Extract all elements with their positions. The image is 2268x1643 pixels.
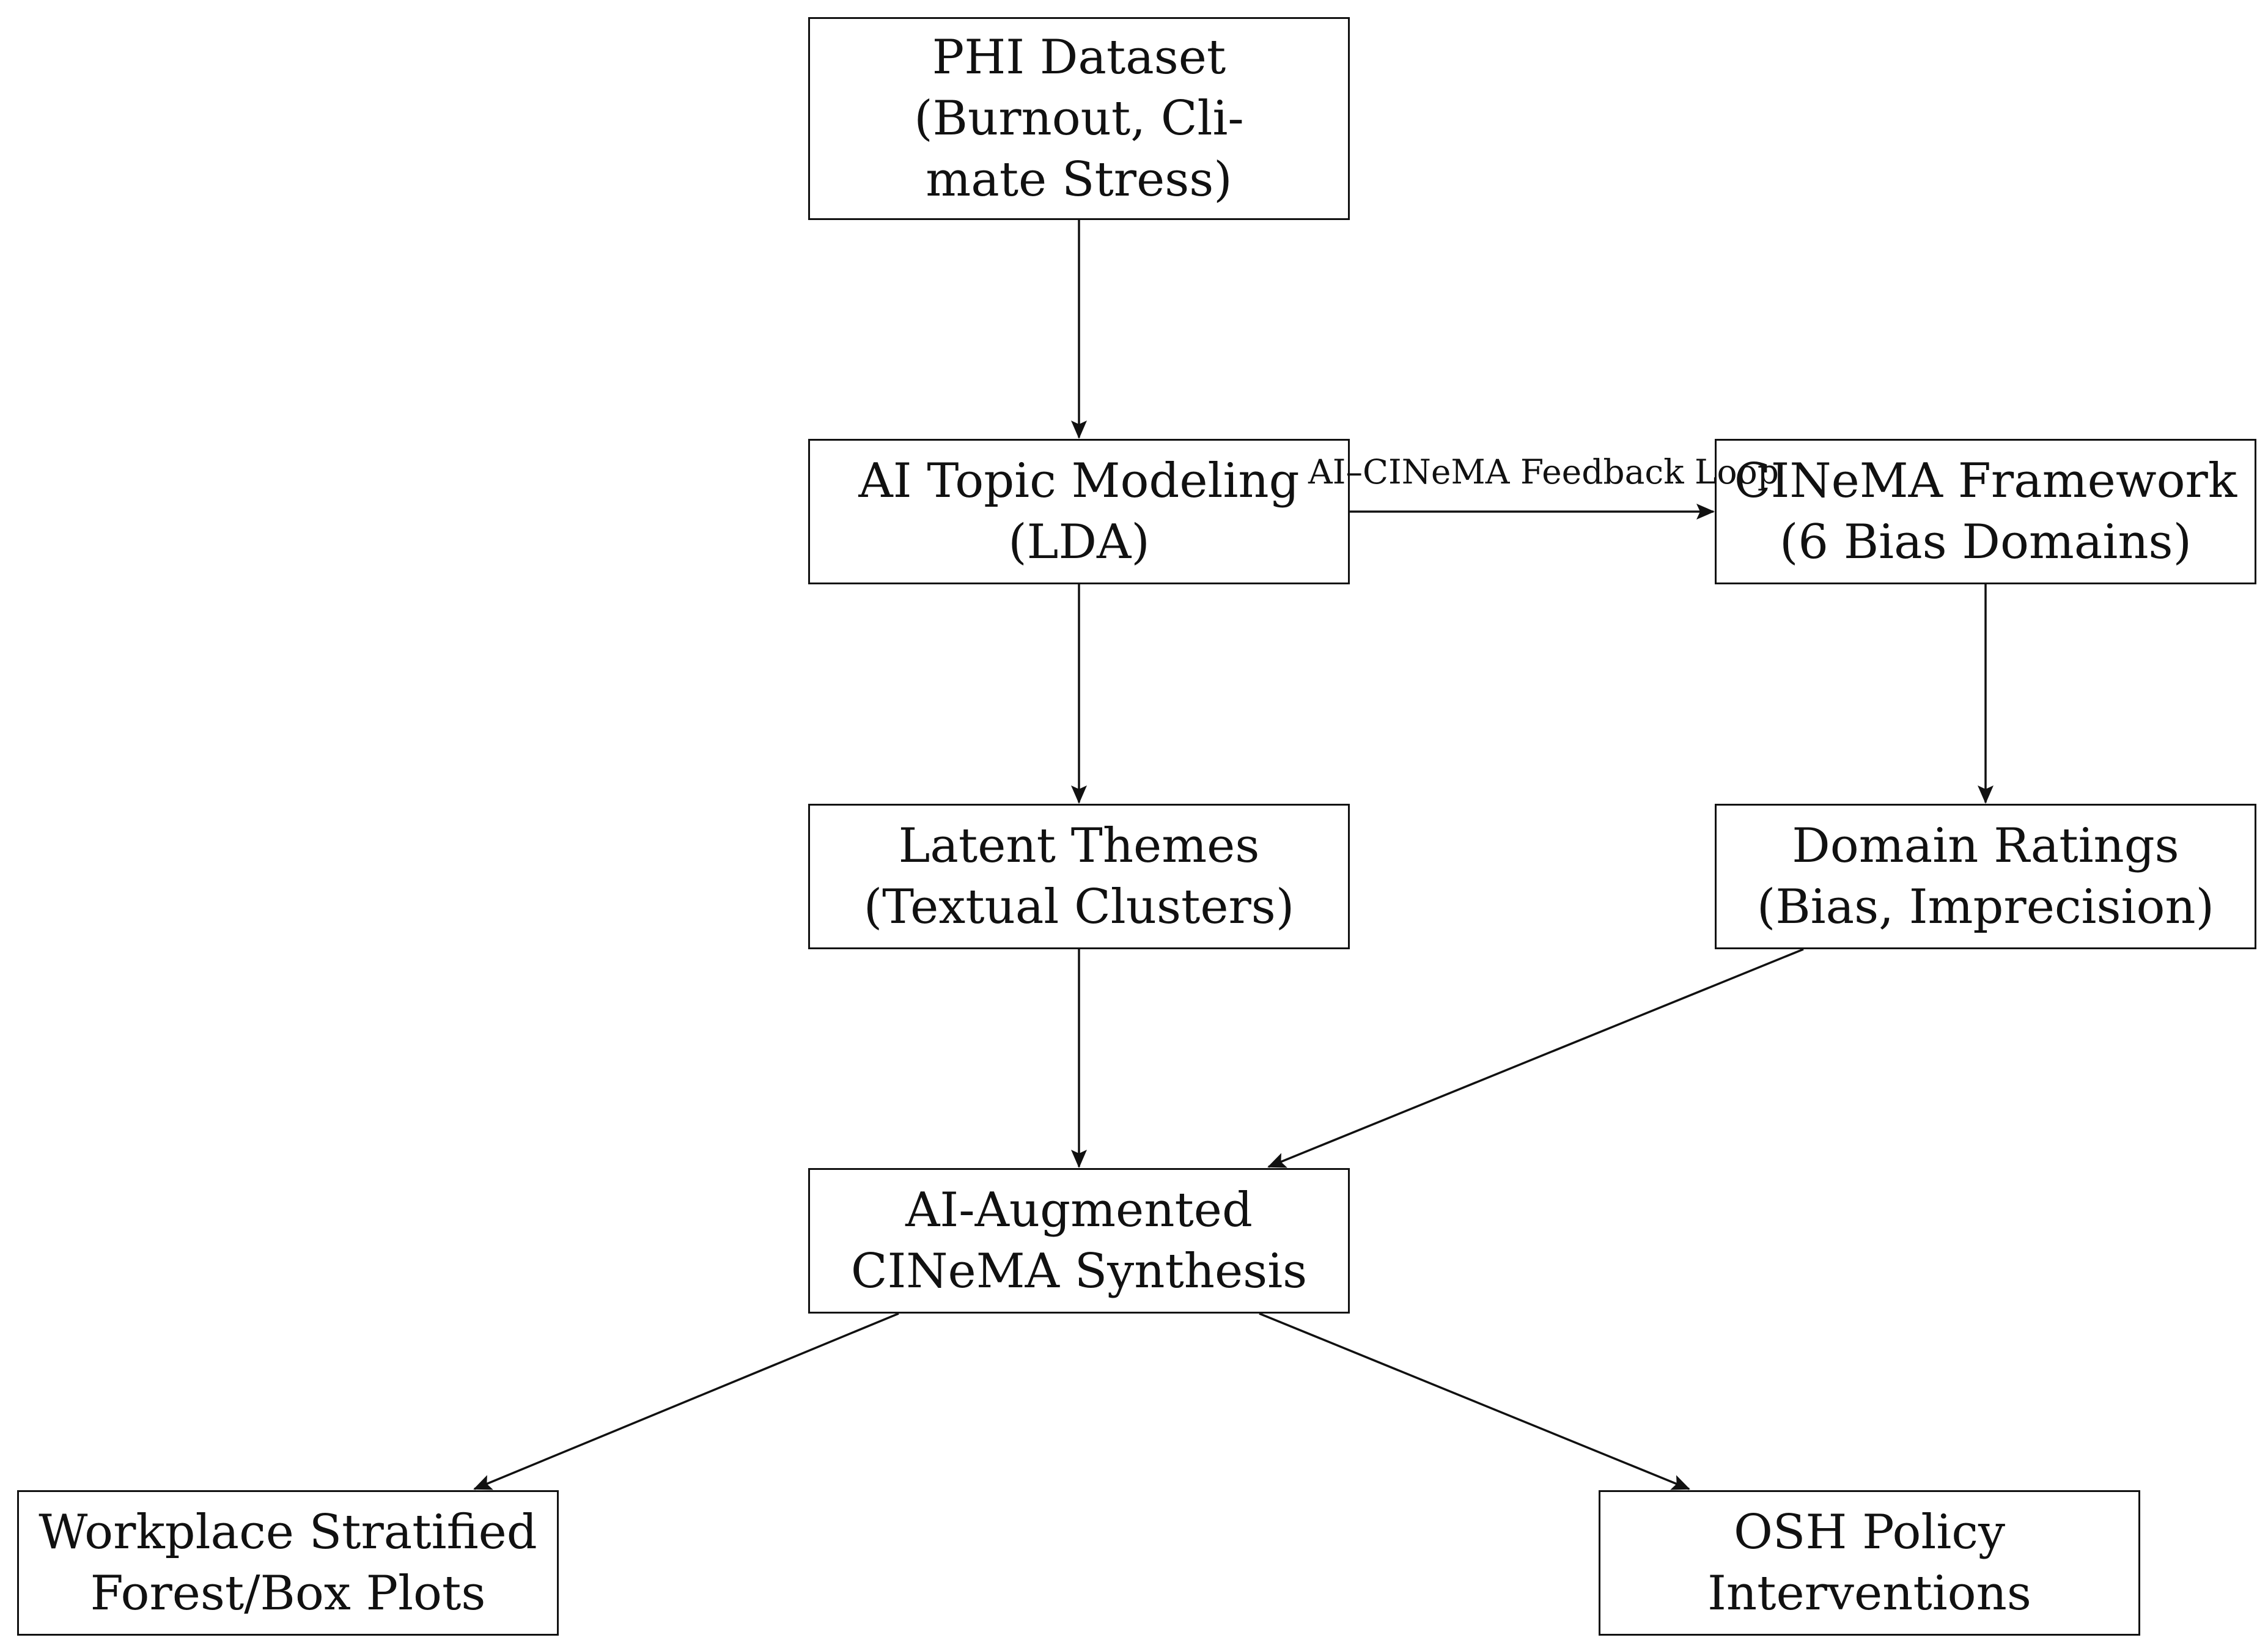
node-policy-line-2: Interventions — [1707, 1566, 2031, 1621]
node-cinema-framework-line-1: CINeMA Framework — [1734, 454, 2237, 509]
node-latent-themes-line-1: Latent Themes — [898, 818, 1260, 873]
node-plots-line-1: Workplace Stratified — [39, 1505, 537, 1560]
node-plots-line-2: Forest/Box Plots — [90, 1566, 486, 1621]
edge-synthesis-to-plots — [473, 1312, 899, 1490]
node-phi-dataset: PHI Dataset (Burnout, Cli- mate Stress) — [808, 17, 1350, 220]
node-phi-dataset-line-1: PHI Dataset — [932, 30, 1226, 85]
node-domain-ratings: Domain Ratings (Bias, Imprecision) — [1715, 804, 2256, 949]
node-synthesis-line-1: AI-Augmented — [905, 1183, 1253, 1238]
node-phi-dataset-line-3: mate Stress) — [926, 152, 1232, 207]
node-policy: OSH Policy Interventions — [1599, 1490, 2140, 1636]
node-ai-topic-modeling-line-1: AI Topic Modeling — [858, 454, 1300, 509]
node-latent-themes-line-2: (Textual Clusters) — [863, 880, 1295, 935]
node-domain-ratings-line-2: (Bias, Imprecision) — [1756, 880, 2215, 935]
node-latent-themes: Latent Themes (Textual Clusters) — [808, 804, 1350, 949]
edge-synthesis-to-policy — [1259, 1312, 1690, 1490]
feedback-loop-edge-label: AI–CINeMA Feedback Loop — [1308, 452, 1779, 491]
node-synthesis-line-2: CINeMA Synthesis — [850, 1244, 1308, 1299]
node-domain-ratings-line-1: Domain Ratings — [1792, 818, 2179, 873]
node-phi-dataset-line-2: (Burnout, Cli- — [914, 91, 1244, 146]
node-ai-topic-modeling-line-2: (LDA) — [1008, 515, 1150, 570]
node-ai-topic-modeling: AI Topic Modeling (LDA) — [808, 439, 1350, 584]
node-plots: Workplace Stratified Forest/Box Plots — [17, 1490, 559, 1636]
edge-ratings-to-synthesis — [1267, 948, 1804, 1168]
node-cinema-framework: CINeMA Framework (6 Bias Domains) — [1715, 439, 2256, 584]
node-synthesis: AI-Augmented CINeMA Synthesis — [808, 1168, 1350, 1314]
node-cinema-framework-line-2: (6 Bias Domains) — [1779, 515, 2192, 570]
node-policy-line-1: OSH Policy — [1733, 1505, 2006, 1560]
